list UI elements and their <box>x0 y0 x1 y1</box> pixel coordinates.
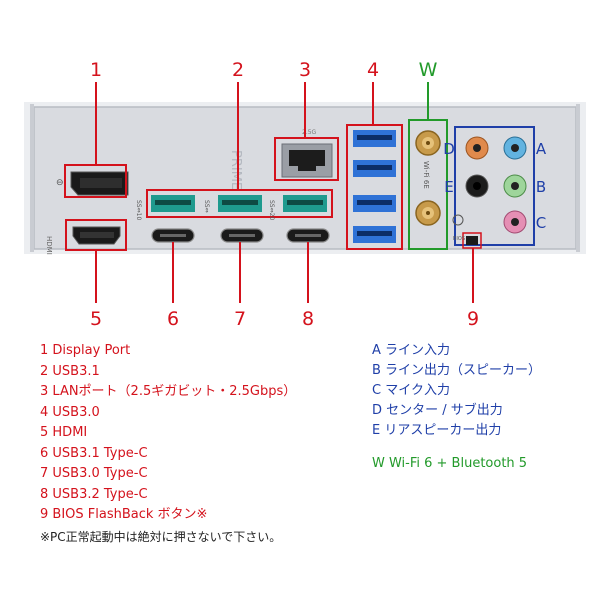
legend-item-4: 4 USB3.0 <box>40 404 100 420</box>
warning-note: ※PC正常起動中は絶対に押さないで下さい。 <box>40 529 282 544</box>
ss-mark-2: SS⇔ <box>203 200 210 213</box>
legend-item-7: 7 USB3.0 Type-C <box>40 466 148 481</box>
wifi-antennas <box>408 119 448 250</box>
label-c: C <box>536 214 546 232</box>
callout-8: 8 <box>302 308 314 330</box>
callout-lines <box>95 82 474 303</box>
type-c-ports <box>151 228 330 243</box>
ss-mark-1: SS⇔10 <box>135 200 142 220</box>
ss-mark-3: SS⇔20 <box>268 200 275 220</box>
label-a: A <box>536 140 547 158</box>
io-panel-diagram: PRIME ⊖ HDMI SS⇔10 SS⇔ SS⇔20 2.5G <box>24 59 586 330</box>
usb31-group <box>146 189 333 218</box>
legend-item-d: D センター / サブ出力 <box>372 403 503 418</box>
label-b: B <box>536 178 546 196</box>
label-d: D <box>443 140 455 158</box>
callout-1: 1 <box>90 59 102 81</box>
legend-item-c: C マイク入力 <box>372 383 450 398</box>
callout-w: W <box>419 59 438 81</box>
usb30-stack <box>346 124 403 250</box>
legend-item-a: A ライン入力 <box>372 343 451 358</box>
callout-2: 2 <box>232 59 244 81</box>
port-legend-red: 1 Display Port 2 USB3.1 3 LANポート（2.5ギガビッ… <box>40 341 296 547</box>
wifi-text: Wi-Fi 6E <box>422 161 430 189</box>
legend-item-b: B ライン出力（スピーカー） <box>372 363 542 378</box>
callout-7: 7 <box>234 308 246 330</box>
callout-5: 5 <box>90 308 102 330</box>
lan-port <box>274 137 339 181</box>
legend-item-5: 5 HDMI <box>40 425 88 440</box>
callout-6: 6 <box>167 308 179 330</box>
dp-mark: ⊖ <box>56 178 64 188</box>
legend-item-1: 1 Display Port <box>40 343 131 358</box>
legend-item-e: E リアスピーカー出力 <box>372 423 502 438</box>
audio-jacks <box>454 126 535 246</box>
callout-4: 4 <box>367 59 379 81</box>
label-e: E <box>444 178 453 196</box>
callout-9: 9 <box>467 308 479 330</box>
bios-text: BIOS <box>453 236 465 242</box>
prime-text: PRIME <box>228 150 243 190</box>
legend-item-8: 8 USB3.2 Type-C <box>40 486 148 502</box>
legend-item-6: 6 USB3.1 Type-C <box>40 445 148 461</box>
callout-3: 3 <box>299 59 311 81</box>
legend-item-2: 2 USB3.1 <box>40 363 100 379</box>
lan-text: 2.5G <box>302 129 317 136</box>
legend-item-w: W Wi-Fi 6 + Bluetooth 5 <box>372 456 528 471</box>
audio-legend-blue: A ライン入力 B ライン出力（スピーカー） C マイク入力 D センター / … <box>372 341 541 441</box>
hdmi-text: HDMI <box>45 236 53 255</box>
legend-item-3: 3 LANポート（2.5ギガビット・2.5Gbps） <box>40 384 297 399</box>
legend-item-9: 9 BIOS FlashBack ボタン※ <box>40 507 208 522</box>
